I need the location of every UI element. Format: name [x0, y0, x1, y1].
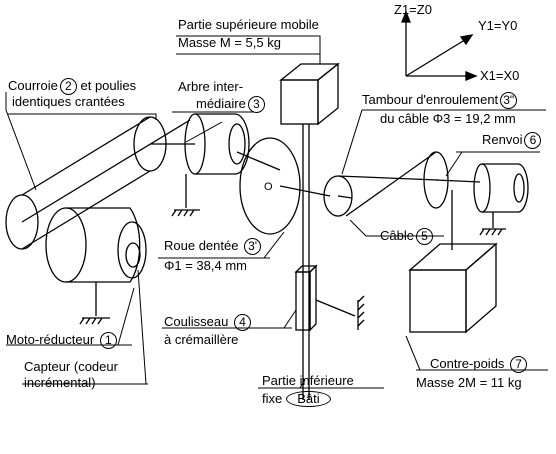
frame-badge: Bâti: [286, 391, 331, 407]
sensor-subtitle: incrémental): [24, 375, 96, 390]
upper-mobile-box: [279, 62, 340, 126]
cable-number: 5: [415, 228, 433, 245]
shaft-number: 3: [247, 96, 265, 113]
cable-title: Câble: [380, 228, 414, 243]
counterweight-mass: Masse 2M = 11 kg: [416, 375, 522, 390]
belt-number: 2: [59, 78, 77, 95]
counterweight: [408, 242, 498, 334]
center-mark: O: [264, 181, 273, 193]
wheel-title: Roue dentée: [164, 238, 239, 253]
belt-subtitle: identiques crantées: [12, 94, 125, 109]
drum-number: 3": [500, 92, 518, 109]
wheel-diameter: Φ1 = 38,4 mm: [164, 258, 247, 273]
belt-title-b: et poulies: [80, 78, 137, 93]
slider-label: Coulisseau 4 à crémaillère: [164, 314, 251, 347]
slider-subtitle: à crémaillère: [164, 332, 239, 347]
counterweight-title: Contre-poids: [430, 356, 505, 371]
motor-number: 1: [99, 332, 117, 349]
lower-part-subtitle: fixe: [262, 391, 283, 406]
shaft-subtitle: médiaire: [196, 96, 246, 111]
shaft-title: Arbre inter-: [178, 79, 244, 94]
return-title: Renvoi: [482, 132, 523, 147]
slider-number: 4: [233, 314, 251, 331]
x-axis-label: X1=X0: [480, 68, 520, 83]
upper-part-title: Partie supérieure mobile: [178, 17, 319, 32]
coordinate-axes: [401, 10, 478, 81]
z-axis-label: Z1=Z0: [394, 2, 432, 17]
lower-part-title: Partie inférieure: [262, 373, 354, 388]
y-axis-label: Y1=Y0: [478, 18, 518, 33]
slider-title: Coulisseau: [164, 314, 229, 329]
drum-title: Tambour d'enroulement: [362, 92, 499, 107]
counterweight-number: 7: [510, 356, 528, 373]
wheel-label: Roue dentée 3' Φ1 = 38,4 mm: [164, 238, 262, 273]
slider-block: [294, 264, 365, 332]
motor-reducer: [45, 207, 147, 325]
sensor-title: Capteur (codeur: [24, 359, 118, 374]
return-pulley: [423, 151, 529, 236]
wheel-number: 3': [244, 238, 262, 255]
motor-title: Moto-réducteur: [6, 332, 95, 347]
motor-label: Moto-réducteur 1: [6, 332, 117, 349]
belt-title: Courroie: [8, 78, 58, 93]
toothed-wheel: [239, 137, 331, 235]
return-number: 6: [524, 132, 542, 149]
upper-part-label: Partie supérieure mobile Masse M = 5,5 k…: [178, 18, 319, 50]
intermediate-shaft: [150, 113, 281, 217]
counterweight-label: Contre-poids 7 Masse 2M = 11 kg: [416, 356, 528, 390]
drum-diameter: du câble Φ3 = 19,2 mm: [380, 111, 516, 126]
vertical-rack: [302, 124, 310, 400]
upper-part-mass: Masse M = 5,5 kg: [178, 35, 281, 50]
sensor-label: Capteur (codeur incrémental): [24, 360, 118, 390]
cable: [337, 151, 453, 250]
